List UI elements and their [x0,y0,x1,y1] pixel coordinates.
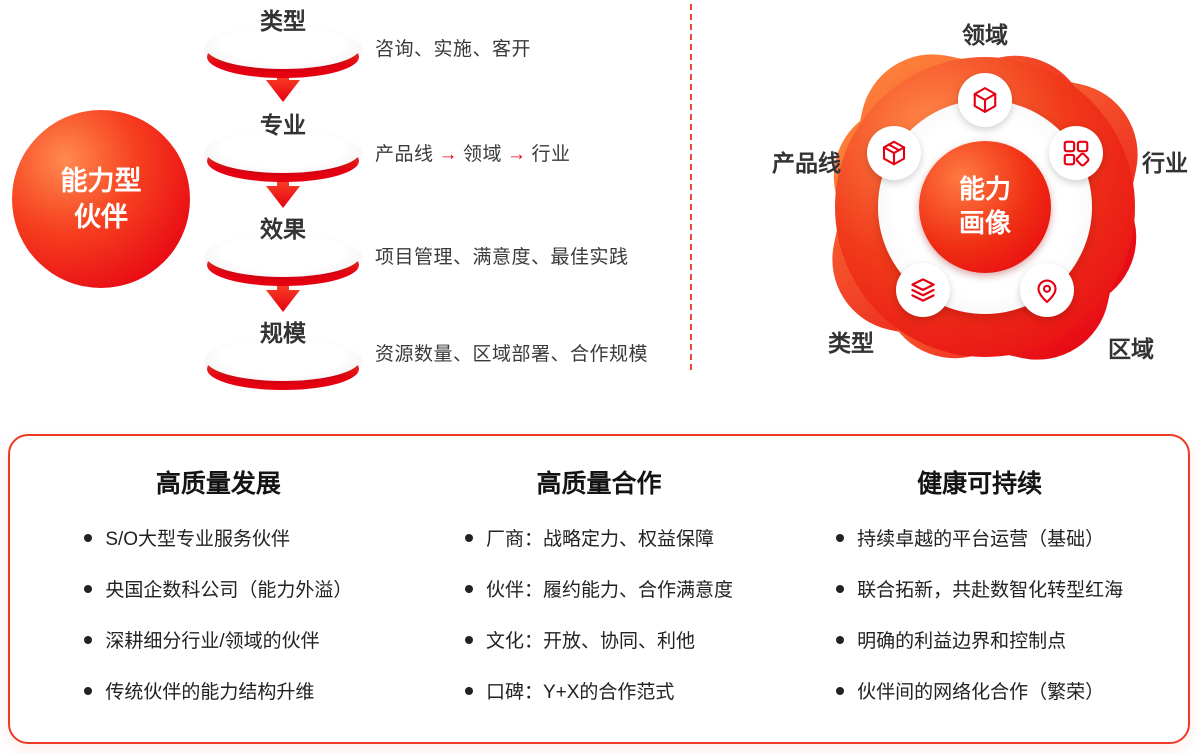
list-item: 口碑：Y+X的合作范式 [464,677,733,704]
column-title: 高质量合作 [536,470,662,498]
list-item: 持续卓越的平台运营（基础） [836,524,1123,551]
desc-part: 领域 [463,144,503,165]
funnel-disc [206,339,360,393]
capability-partner-badge: 能力型 伙伴 [10,108,192,290]
bullet-icon [84,533,93,542]
list-item-text: 联合拓新，共赴数智化转型红海 [857,580,1124,601]
column-high-quality-cooperation: 高质量合作 厂商：战略定力、权益保障 伙伴：履约能力、合作满意度 文化：开放、协… [409,464,790,742]
bullet-icon [836,635,845,644]
list-item: 伙伴：履约能力、合作满意度 [464,575,733,602]
list-item: 明确的利益边界和控制点 [836,626,1123,653]
arrow-down-icon [266,64,300,102]
list-item: 文化：开放、协同、利他 [464,626,733,653]
list-item: 传统伙伴的能力结构升维 [84,677,352,704]
bullet-icon [84,686,93,695]
dashed-divider [690,4,692,370]
bullet-icon [836,584,845,593]
column-title: 健康可持续 [917,470,1043,498]
list-item: 联合拓新，共赴数智化转型红海 [836,575,1123,602]
partner-label-line1: 能力型 [60,165,142,196]
funnel-step-specialty: 专业 [206,106,360,185]
funnel-desc-specialty: 产品线→领域→行业 [375,139,571,166]
list-item-text: 文化：开放、协同、利他 [485,631,695,652]
list-item: S/O大型专业服务伙伴 [84,524,352,551]
center-label-line2: 画像 [958,208,1011,238]
funnel-desc-type: 咨询、实施、客开 [375,39,532,60]
map-label-domain: 领域 [962,22,1008,48]
funnel-disc [206,27,360,81]
list-item-text: 伙伴：履约能力、合作满意度 [485,580,733,601]
location-pin-icon [1020,263,1074,317]
map-label-region: 区域 [1108,336,1154,362]
list-item: 央国企数科公司（能力外溢） [84,575,352,602]
list-item-text: 传统伙伴的能力结构升维 [105,682,315,703]
funnel-step-effect: 效果 [206,210,360,289]
map-label-type: 类型 [828,330,874,356]
list-item-text: S/O大型专业服务伙伴 [105,529,291,550]
list-item-text: 伙伴间的网络化合作（繁荣） [857,682,1105,703]
arrow-down-icon [266,274,300,312]
package-icon [867,126,921,180]
funnel-step-label: 规模 [260,320,306,346]
funnel-disc [206,235,360,289]
list-item: 深耕细分行业/领域的伙伴 [84,626,352,653]
funnel-step-label: 效果 [260,216,306,242]
bullet-icon [464,686,473,695]
funnel-step-type: 类型 [206,2,360,81]
funnel-step-label: 类型 [260,8,306,34]
funnel-step-scale: 规模 [206,314,360,393]
list-item: 厂商：战略定力、权益保障 [464,524,733,551]
layers-icon [896,263,950,317]
desc-part: 行业 [531,144,571,165]
capability-portrait-diagram: 能力 画像 [810,32,1160,382]
summary-card: 高质量发展 S/O大型专业服务伙伴 央国企数科公司（能力外溢） 深耕细分行业/领… [8,434,1190,744]
column-list: 持续卓越的平台运营（基础） 联合拓新，共赴数智化转型红海 明确的利益边界和控制点… [836,524,1123,704]
list-item: 伙伴间的网络化合作（繁荣） [836,677,1123,704]
list-item-text: 口碑：Y+X的合作范式 [485,682,675,703]
arrow-right-icon: → [507,144,527,165]
center-label-line1: 能力 [958,174,1011,205]
funnel-desc-effect: 项目管理、满意度、最佳实践 [375,247,629,268]
column-title: 高质量发展 [155,470,281,498]
list-item-text: 明确的利益边界和控制点 [857,631,1067,652]
list-item-text: 央国企数科公司（能力外溢） [105,580,353,601]
arrow-down-icon [266,170,300,208]
bullet-icon [84,635,93,644]
cube-icon [958,73,1012,127]
list-item-text: 深耕细分行业/领域的伙伴 [105,631,320,652]
bullet-icon [464,533,473,542]
capability-portrait-center: 能力 画像 [919,141,1051,273]
evaluation-funnel: 类型 专业 效果 规模 [206,0,360,390]
bullet-icon [464,584,473,593]
list-item-text: 厂商：战略定力、权益保障 [485,529,714,550]
column-healthy-sustainable: 健康可持续 持续卓越的平台运营（基础） 联合拓新，共赴数智化转型红海 明确的利益… [789,464,1170,742]
map-label-product-line: 产品线 [772,150,841,176]
bullet-icon [836,686,845,695]
grid-icon [1049,126,1103,180]
column-list: S/O大型专业服务伙伴 央国企数科公司（能力外溢） 深耕细分行业/领域的伙伴 传… [84,524,352,704]
bullet-icon [84,584,93,593]
bullet-icon [836,533,845,542]
list-item-text: 持续卓越的平台运营（基础） [857,529,1105,550]
funnel-step-label: 专业 [260,112,306,138]
desc-part: 产品线 [375,144,434,165]
funnel-disc [206,131,360,185]
funnel-desc-scale: 资源数量、区域部署、合作规模 [375,344,649,365]
partner-label-line2: 伙伴 [74,202,128,232]
column-list: 厂商：战略定力、权益保障 伙伴：履约能力、合作满意度 文化：开放、协同、利他 口… [464,524,733,704]
arrow-right-icon: → [438,144,459,165]
bullet-icon [464,635,473,644]
column-high-quality-development: 高质量发展 S/O大型专业服务伙伴 央国企数科公司（能力外溢） 深耕细分行业/领… [28,464,409,742]
badge-core: 能力型 伙伴 [12,110,190,288]
map-label-industry: 行业 [1142,150,1188,176]
